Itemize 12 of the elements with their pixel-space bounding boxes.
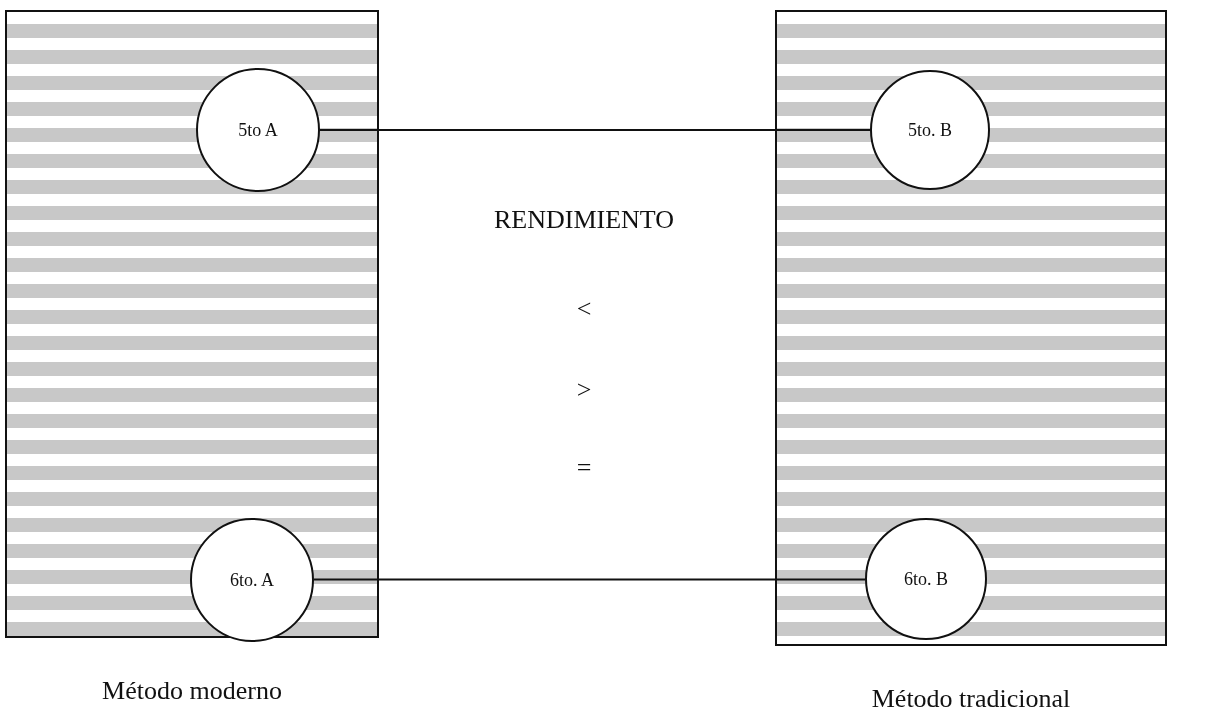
comparison-symbol: > [576, 375, 592, 405]
heading-label: RENDIMIENTO [493, 205, 675, 235]
class-label: 5to. B [908, 119, 952, 141]
connector-line [319, 129, 871, 131]
class-label: 6to. B [904, 568, 948, 590]
comparison-symbol: = [576, 453, 592, 483]
method-caption: Método moderno [101, 676, 283, 706]
class-label: 6to. A [230, 569, 274, 591]
method-caption: Método tradicional [870, 684, 1072, 714]
connector-line [313, 578, 866, 581]
class-label: 5to A [238, 119, 278, 141]
comparison-symbol: < [576, 294, 592, 324]
